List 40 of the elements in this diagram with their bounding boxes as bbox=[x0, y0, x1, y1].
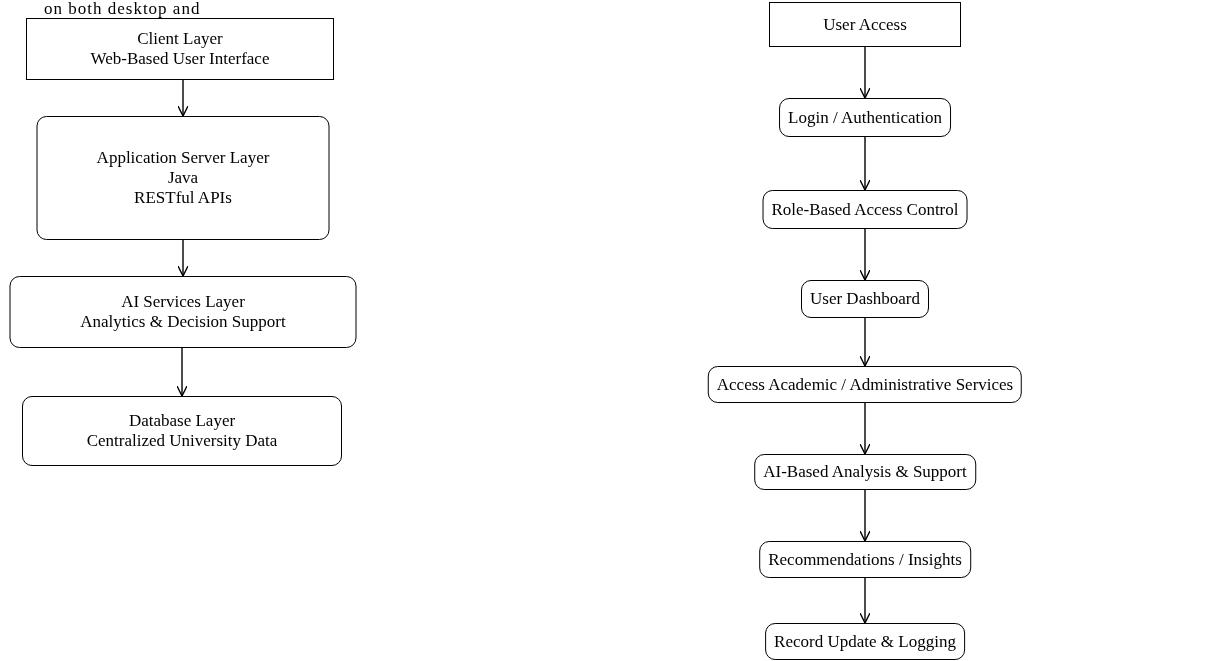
process-box bbox=[762, 190, 968, 229]
arrow bbox=[859, 489, 871, 542]
arrow bbox=[859, 402, 871, 455]
process-box bbox=[754, 454, 976, 490]
process-box bbox=[36, 116, 330, 240]
box-label: Web-Based User Interface bbox=[90, 49, 270, 69]
text-fragment: on both desktop and bbox=[44, 0, 201, 17]
process-box bbox=[779, 98, 951, 137]
box-label: AI Services Layer bbox=[121, 292, 245, 312]
box-label: Application Server Layer bbox=[96, 148, 270, 168]
box-label: Java bbox=[167, 168, 199, 188]
box-label: Client Layer bbox=[137, 29, 223, 49]
box-label: RESTful APIs bbox=[134, 188, 232, 208]
process-box bbox=[9, 276, 357, 348]
arrow bbox=[859, 317, 871, 367]
box-label: User Access bbox=[823, 14, 907, 35]
box-label: Login / Authentication bbox=[788, 107, 942, 128]
process-box bbox=[801, 280, 929, 318]
arrow bbox=[177, 239, 189, 277]
box-label: Analytics & Decision Support bbox=[80, 312, 286, 332]
box-label: Record Update & Logging bbox=[774, 631, 956, 652]
process-box bbox=[26, 18, 334, 80]
process-box bbox=[707, 366, 1023, 403]
box-label: User Dashboard bbox=[810, 289, 920, 309]
box-label: Access Academic / Administrative Services bbox=[716, 374, 1014, 395]
box-label: Role-Based Access Control bbox=[771, 199, 959, 220]
arrow bbox=[859, 228, 871, 281]
arrow bbox=[859, 136, 871, 191]
box-label: Recommendations / Insights bbox=[768, 549, 962, 570]
process-box bbox=[769, 2, 961, 47]
arrow bbox=[859, 46, 871, 99]
arrow bbox=[176, 347, 188, 397]
arrow bbox=[859, 577, 871, 624]
process-box bbox=[759, 541, 971, 578]
arrow bbox=[177, 79, 189, 117]
box-label: AI-Based Analysis & Support bbox=[763, 462, 967, 482]
box-label: Centralized University Data bbox=[86, 431, 278, 451]
process-box bbox=[22, 396, 342, 466]
box-label: Database Layer bbox=[128, 411, 236, 431]
process-box bbox=[765, 623, 965, 660]
